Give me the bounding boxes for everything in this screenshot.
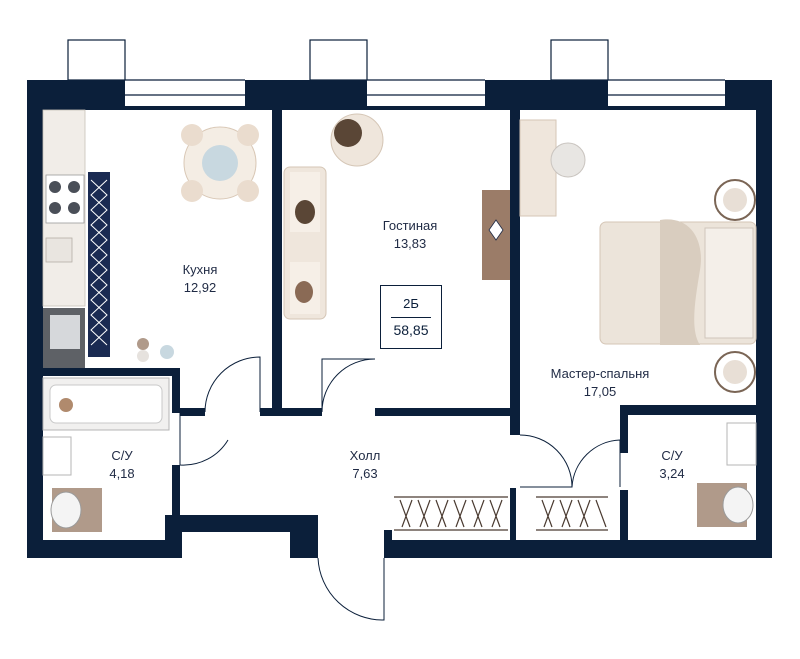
room-label-master: Мастер-спальня 17,05 bbox=[530, 365, 670, 401]
kitchen-furniture bbox=[42, 109, 259, 368]
apartment-total-area: 58,85 bbox=[393, 322, 429, 338]
wardrobes bbox=[394, 496, 608, 531]
room-area: 7,63 bbox=[352, 466, 378, 481]
living-furniture bbox=[283, 113, 510, 320]
room-label-bath2: С/У 3,24 bbox=[642, 447, 702, 483]
room-area: 13,83 bbox=[393, 236, 427, 251]
bath2-fixtures bbox=[697, 422, 757, 527]
room-area: 12,92 bbox=[183, 280, 217, 295]
room-name: С/У bbox=[661, 448, 683, 463]
room-area: 4,18 bbox=[109, 466, 135, 481]
room-name: Кухня bbox=[182, 262, 218, 277]
room-label-living: Гостиная 13,83 bbox=[365, 217, 455, 253]
bath1-fixtures bbox=[42, 377, 170, 532]
badge-divider bbox=[391, 317, 431, 318]
walls bbox=[27, 80, 772, 558]
room-area: 3,24 bbox=[659, 466, 685, 481]
windows bbox=[67, 39, 725, 96]
apartment-type: 2Б bbox=[403, 296, 419, 311]
room-name: Холл bbox=[349, 448, 381, 463]
room-label-bath1: С/У 4,18 bbox=[92, 447, 152, 483]
room-label-kitchen: Кухня 12,92 bbox=[160, 261, 240, 297]
room-name: Мастер-спальня bbox=[550, 366, 650, 381]
doors bbox=[179, 356, 621, 621]
bedroom-furniture bbox=[519, 119, 757, 393]
room-name: Гостиная bbox=[382, 218, 438, 233]
apartment-badge: 2Б 58,85 bbox=[380, 285, 442, 349]
room-area: 17,05 bbox=[583, 384, 617, 399]
room-name: С/У bbox=[111, 448, 133, 463]
room-label-hall: Холл 7,63 bbox=[330, 447, 400, 483]
